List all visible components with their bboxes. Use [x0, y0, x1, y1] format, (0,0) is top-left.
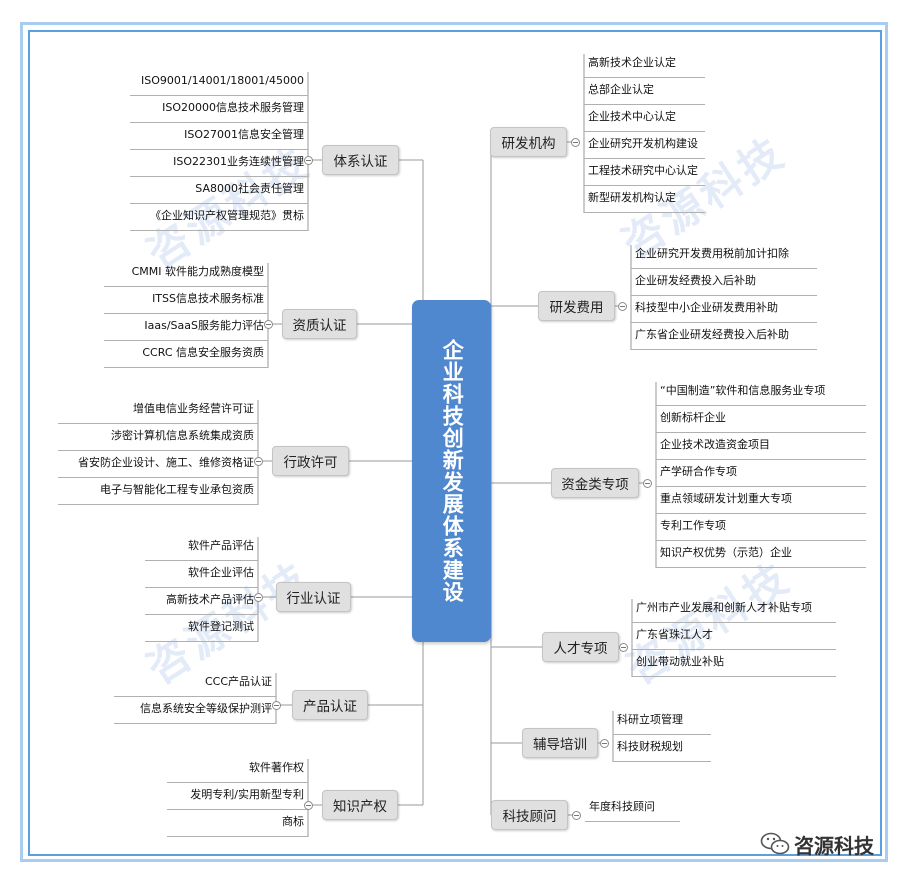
leaf-item[interactable]: 《企业知识产权管理规范》贯标 [130, 205, 308, 231]
collapse-toggle[interactable] [303, 800, 313, 810]
collapse-toggle[interactable] [303, 155, 313, 165]
leaf-item[interactable]: 软件产品评估 [145, 535, 258, 561]
leaf-item[interactable]: 软件著作权 [167, 757, 308, 783]
leaf-item[interactable]: 增值电信业务经营许可证 [58, 398, 258, 424]
leaf-item[interactable]: CCRC 信息安全服务资质 [104, 342, 268, 368]
brand-name: 咨源科技 [794, 833, 874, 858]
leaf-item[interactable]: 高新技术企业认定 [584, 52, 705, 78]
leaf-item[interactable]: 重点领域研发计划重大专项 [656, 488, 866, 514]
leaf-item[interactable]: CMMI 软件能力成熟度模型 [104, 261, 268, 287]
leaf-item[interactable]: 涉密计算机信息系统集成资质 [58, 425, 258, 451]
branch-node[interactable]: 知识产权 [322, 790, 398, 820]
leaf-item[interactable]: 信息系统安全等级保护测评 [114, 698, 276, 724]
collapse-toggle[interactable] [253, 592, 263, 602]
leaf-item[interactable]: 广州市产业发展和创新人才补贴专项 [632, 597, 836, 623]
branch-node[interactable]: 行业认证 [276, 582, 351, 612]
leaf-item[interactable]: 省安防企业设计、施工、维修资格证 [58, 452, 258, 478]
leaf-item[interactable]: 广东省企业研发经费投入后补助 [631, 324, 817, 350]
branch-node[interactable]: 人才专项 [542, 632, 619, 662]
outer-frame [20, 22, 888, 862]
leaf-item[interactable]: 新型研发机构认定 [584, 187, 705, 213]
leaf-item[interactable]: 总部企业认定 [584, 79, 705, 105]
collapse-toggle[interactable] [570, 137, 580, 147]
collapse-toggle[interactable] [263, 319, 273, 329]
leaf-item[interactable]: 专利工作专项 [656, 515, 866, 541]
leaf-item[interactable]: “中国制造”软件和信息服务业专项 [656, 380, 866, 406]
leaf-item[interactable]: SA8000社会责任管理 [130, 178, 308, 204]
collapse-toggle[interactable] [271, 700, 281, 710]
leaf-item[interactable]: 创新标杆企业 [656, 407, 866, 433]
branch-node[interactable]: 体系认证 [322, 145, 399, 175]
branch-node[interactable]: 辅导培训 [522, 728, 598, 758]
leaf-item[interactable]: 企业技术中心认定 [584, 106, 705, 132]
brand-logo: 咨源科技 [760, 830, 874, 858]
central-topic[interactable]: 企业科技创新发展体系建设 [412, 300, 491, 642]
leaf-item[interactable]: CCC产品认证 [114, 671, 276, 697]
collapse-toggle[interactable] [253, 456, 263, 466]
leaf-item[interactable]: 工程技术研究中心认定 [584, 160, 705, 186]
branch-node[interactable]: 资质认证 [282, 309, 357, 339]
leaf-item[interactable]: 电子与智能化工程专业承包资质 [58, 479, 258, 505]
leaf-item[interactable]: 产学研合作专项 [656, 461, 866, 487]
wechat-icon [760, 832, 790, 855]
inner-frame [28, 30, 882, 856]
branch-node[interactable]: 行政许可 [272, 446, 349, 476]
collapse-toggle[interactable] [571, 810, 581, 820]
leaf-item[interactable]: 软件企业评估 [145, 562, 258, 588]
branch-node[interactable]: 科技顾问 [491, 800, 568, 830]
leaf-item[interactable]: 软件登记测试 [145, 616, 258, 642]
leaf-item[interactable]: 发明专利/实用新型专利 [167, 784, 308, 810]
leaf-item[interactable]: ISO9001/14001/18001/45000 [130, 70, 308, 96]
leaf-item[interactable]: 企业研究开发费用税前加计扣除 [631, 243, 817, 269]
collapse-toggle[interactable] [618, 642, 628, 652]
branch-node[interactable]: 研发费用 [538, 291, 615, 321]
leaf-item[interactable]: ISO27001信息安全管理 [130, 124, 308, 150]
branch-node[interactable]: 产品认证 [292, 690, 368, 720]
leaf-item[interactable]: 企业研究开发机构建设 [584, 133, 705, 159]
leaf-item[interactable]: 知识产权优势（示范）企业 [656, 542, 866, 568]
branch-node[interactable]: 研发机构 [490, 127, 567, 157]
leaf-item[interactable]: 企业研发经费投入后补助 [631, 270, 817, 296]
collapse-toggle[interactable] [599, 738, 609, 748]
leaf-item[interactable]: 企业技术改造资金项目 [656, 434, 866, 460]
leaf-item[interactable]: Iaas/SaaS服务能力评估 [104, 315, 268, 341]
leaf-item[interactable]: 广东省珠江人才 [632, 624, 836, 650]
leaf-item[interactable]: 高新技术产品评估 [145, 589, 258, 615]
leaf-item[interactable]: 创业带动就业补贴 [632, 651, 836, 677]
leaf-item[interactable]: ISO20000信息技术服务管理 [130, 97, 308, 123]
leaf-item[interactable]: 科技财税规划 [613, 736, 711, 762]
leaf-item[interactable]: 年度科技顾问 [585, 796, 680, 822]
leaf-item[interactable]: ITSS信息技术服务标准 [104, 288, 268, 314]
leaf-item[interactable]: 商标 [167, 811, 308, 837]
leaf-item[interactable]: 科研立项管理 [613, 709, 711, 735]
leaf-item[interactable]: 科技型中小企业研发费用补助 [631, 297, 817, 323]
branch-node[interactable]: 资金类专项 [551, 468, 639, 498]
collapse-toggle[interactable] [617, 301, 627, 311]
collapse-toggle[interactable] [642, 478, 652, 488]
leaf-item[interactable]: ISO22301业务连续性管理 [130, 151, 308, 177]
